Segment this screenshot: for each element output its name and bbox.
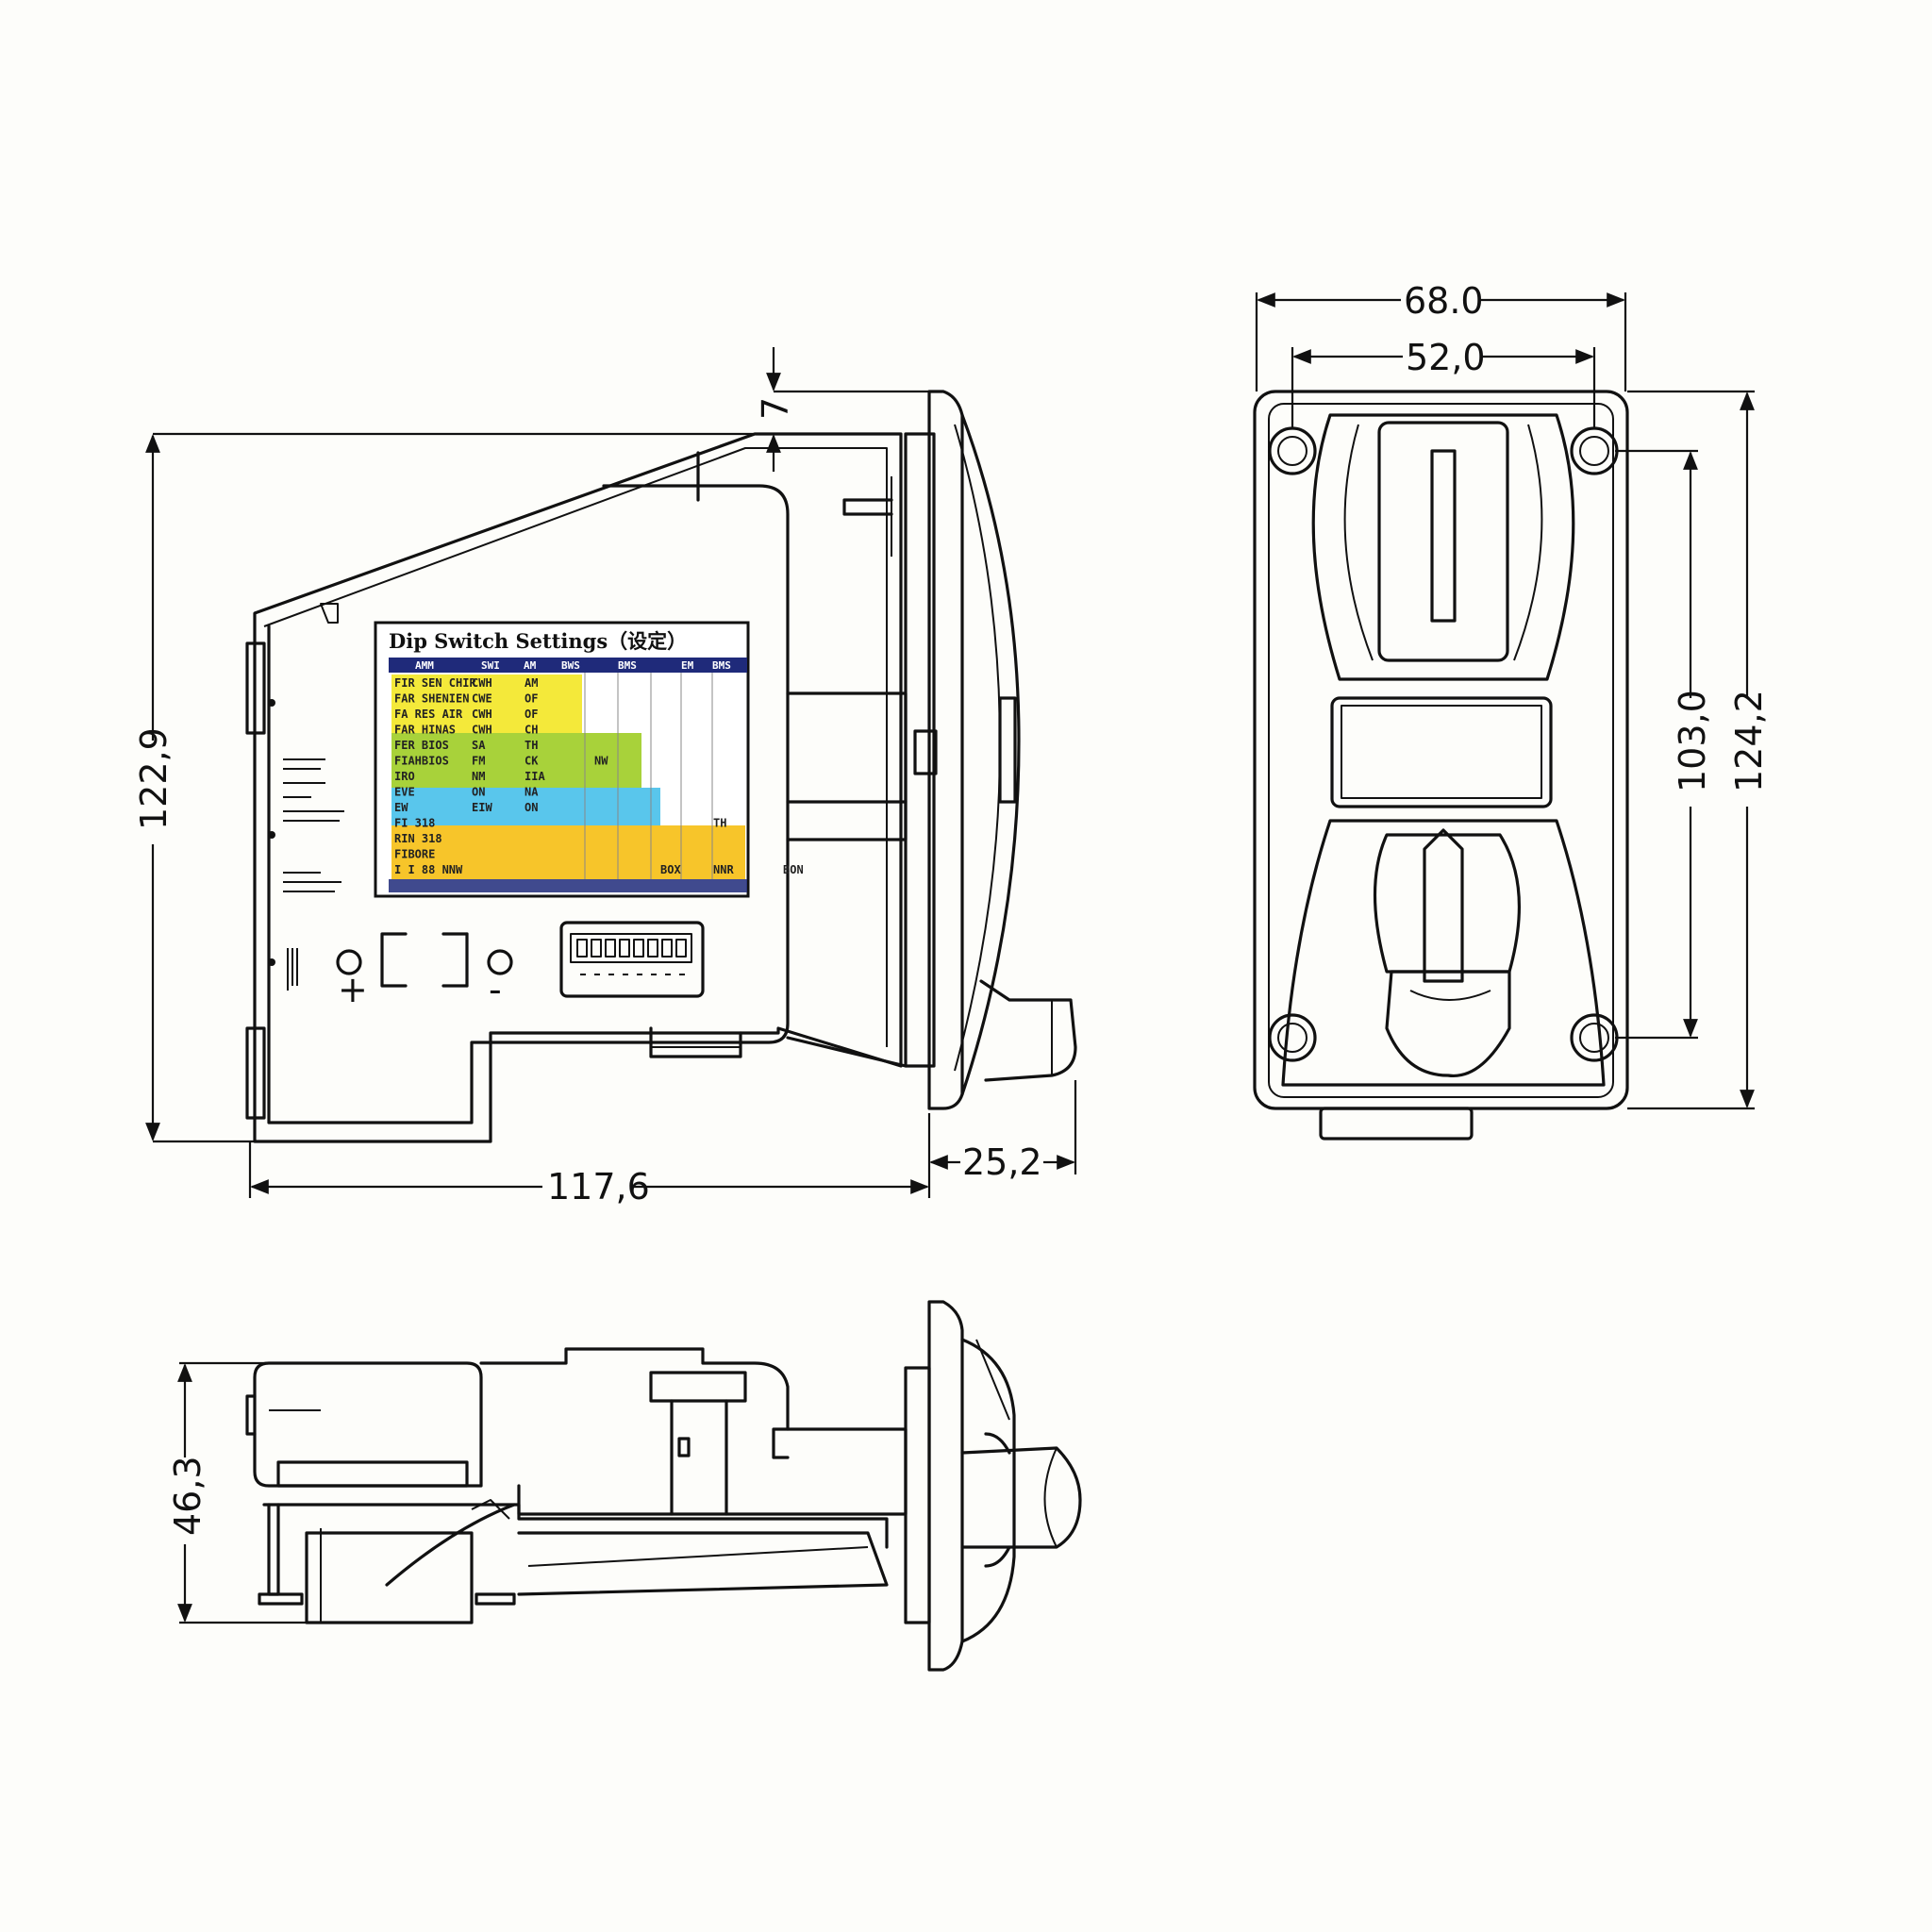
label-cell: FM: [472, 755, 485, 768]
label-cell: NW: [594, 755, 608, 768]
label-cell: CWH: [472, 708, 492, 721]
dim-side-width: 117,6: [248, 1113, 931, 1208]
label-color-band: [391, 788, 660, 825]
dim-front-outer-height: 124,2: [1627, 390, 1770, 1110]
dim-front-depth: 25,2: [929, 1080, 1077, 1183]
dim-7: 7: [755, 397, 796, 420]
label-cell: BON: [783, 863, 804, 876]
label-color-band: [542, 675, 582, 733]
label-cell: OF: [525, 692, 538, 706]
plus-label: +: [338, 969, 368, 1010]
dim-front-outer-width: 68.0: [1255, 280, 1627, 391]
label-cell: FAR SHENIEN: [394, 692, 469, 706]
label-cell: RIN 318: [394, 832, 442, 845]
label-header-cell: AM: [524, 659, 537, 672]
dim-103-0: 103,0: [1672, 690, 1713, 792]
label-cell: IRO: [394, 770, 415, 783]
label-cell: OF: [525, 708, 538, 721]
label-cell: FIAHBIOS: [394, 755, 449, 768]
minus-label: -: [489, 969, 502, 1010]
bottom-view: 46,3: [166, 1300, 1082, 1672]
label-cell: BOX: [660, 863, 681, 876]
label-cell: I I 88 NNW: [394, 863, 463, 876]
dim-top-offset: 7: [755, 347, 929, 472]
mount-screw-tr: [1570, 426, 1619, 475]
label-cell: FI 318: [394, 817, 435, 830]
dip-switch-block: [559, 921, 705, 998]
label-cell: IIA: [525, 770, 545, 783]
label-header-cell: BMS: [712, 659, 731, 672]
label-cell: FIR SEN CHIR: [394, 676, 476, 690]
dim-124-2: 124,2: [1728, 690, 1770, 792]
mount-screw-br: [1570, 1013, 1619, 1062]
label-cell: FAR HINAS: [394, 724, 456, 737]
label-cell: TH: [525, 739, 538, 752]
label-cell: CWE: [472, 692, 492, 706]
label-header-cell: BMS: [618, 659, 637, 672]
dim-front-inner-height: 103,0: [1615, 449, 1713, 1040]
dim-25-2: 25,2: [962, 1141, 1042, 1183]
side-view: + - Dip Switch Settings（设定） AMM SWI AM BWS: [132, 347, 1077, 1208]
dim-117-6: 117,6: [547, 1166, 650, 1208]
label-header-cell: BWS: [561, 659, 580, 672]
front-view: 68.0 52,0 103,0 124,2: [1253, 280, 1770, 1141]
mount-screw-bl: [1268, 1013, 1317, 1062]
label-header-cell: EM: [681, 659, 694, 672]
label-cell: EW: [394, 801, 408, 814]
label-cell: CWH: [472, 676, 492, 690]
label-cell: TH: [713, 817, 726, 830]
label-cell: SA: [472, 739, 486, 752]
dim-68-0: 68.0: [1404, 280, 1484, 322]
mount-screw-tl: [1268, 426, 1317, 475]
label-cell: NNR: [713, 863, 734, 876]
label-header-cell: SWI: [481, 659, 500, 672]
side-terminal-marks: [268, 699, 344, 991]
dim-52-0: 52,0: [1406, 337, 1486, 378]
dim-side-height: 122,9: [132, 432, 755, 1143]
label-cell: FER BIOS: [394, 739, 449, 752]
dim-front-inner-width: 52,0: [1291, 337, 1596, 429]
label-cell: AM: [525, 676, 538, 690]
dim-bottom-height: 46,3: [166, 1361, 307, 1624]
dim-122-9: 122,9: [133, 727, 175, 830]
dip-switch-label: Dip Switch Settings（设定） AMM SWI AM BWS BMS EM…: [374, 621, 804, 898]
label-cell: ON: [525, 801, 538, 814]
label-cell: FIBORE: [394, 848, 435, 861]
label-cell: EVE: [394, 786, 415, 799]
label-cell: CK: [525, 755, 539, 768]
label-color-band: [391, 825, 745, 879]
label-cell: NM: [472, 770, 485, 783]
label-cell: CWH: [472, 724, 492, 737]
label-cell: FA RES AIR: [394, 708, 463, 721]
label-cell: ON: [472, 786, 485, 799]
power-connector: + -: [336, 932, 513, 1010]
dim-46-3: 46,3: [167, 1456, 208, 1536]
label-cell: NA: [525, 786, 539, 799]
label-color-band: [391, 733, 641, 788]
label-title: Dip Switch Settings（设定）: [389, 629, 687, 653]
label-header-cell: AMM: [415, 659, 434, 672]
label-cell: CH: [525, 724, 538, 737]
label-cell: EIW: [472, 801, 492, 814]
label-color-band: [391, 675, 542, 733]
